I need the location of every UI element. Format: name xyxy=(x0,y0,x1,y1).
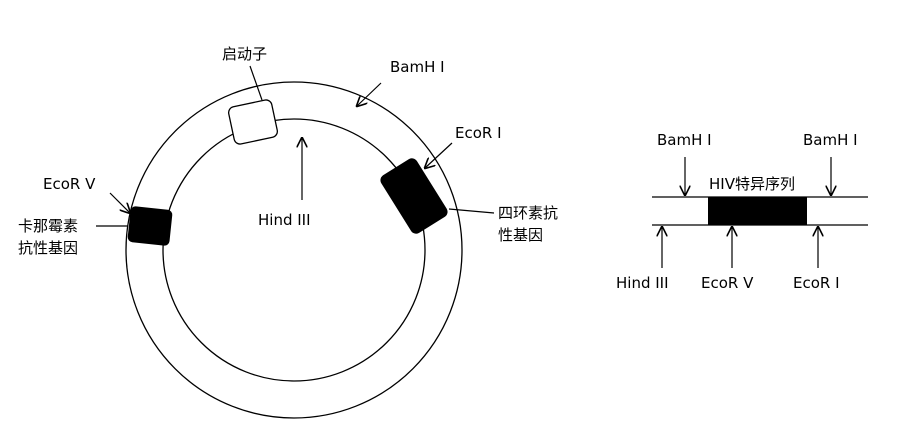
plasmid-outer-ring xyxy=(125,81,463,419)
tetracycline-gene-block xyxy=(380,158,448,234)
tetracycline-pointer xyxy=(448,208,495,214)
insert-ecorv-label: EcoR V xyxy=(701,274,754,292)
promoter-pointer xyxy=(249,65,263,101)
hiv-sequence-label: HIV特异序列 xyxy=(709,175,795,193)
kanamycin-label-line1: 卡那霉素 xyxy=(18,217,78,235)
hiv-sequence-block xyxy=(708,197,807,225)
plasmid-bamh1-arrow xyxy=(357,82,382,106)
insert-bamh1-left-label: BamH I xyxy=(657,131,712,149)
tetracycline-label-line1: 四环素抗 xyxy=(498,204,558,222)
insert-hind3-label: Hind III xyxy=(616,274,669,292)
promoter-box xyxy=(227,99,279,145)
plasmid-ecor1-label: EcoR I xyxy=(455,124,502,142)
plasmid: 启动子 BamH I EcoR I Hind III EcoR V 卡那霉素 抗… xyxy=(18,45,558,419)
plasmid-hind3-label: Hind III xyxy=(258,211,311,229)
insert-dna: BamH I BamH I HIV特异序列 Hind III EcoR V Ec… xyxy=(616,131,868,292)
kanamycin-gene-block xyxy=(127,206,173,246)
plasmid-inner-ring xyxy=(162,118,426,382)
plasmid-ecorv-label: EcoR V xyxy=(43,175,96,193)
insert-ecor1-label: EcoR I xyxy=(793,274,840,292)
plasmid-bamh1-label: BamH I xyxy=(390,58,445,76)
tetracycline-label-line2: 性基因 xyxy=(498,226,543,244)
plasmid-ecorv-arrow xyxy=(109,192,130,213)
kanamycin-label-line2: 抗性基因 xyxy=(18,239,78,257)
promoter-label: 启动子 xyxy=(222,45,267,63)
plasmid-ecor1-arrow xyxy=(425,142,453,168)
insert-bamh1-right-label: BamH I xyxy=(803,131,858,149)
